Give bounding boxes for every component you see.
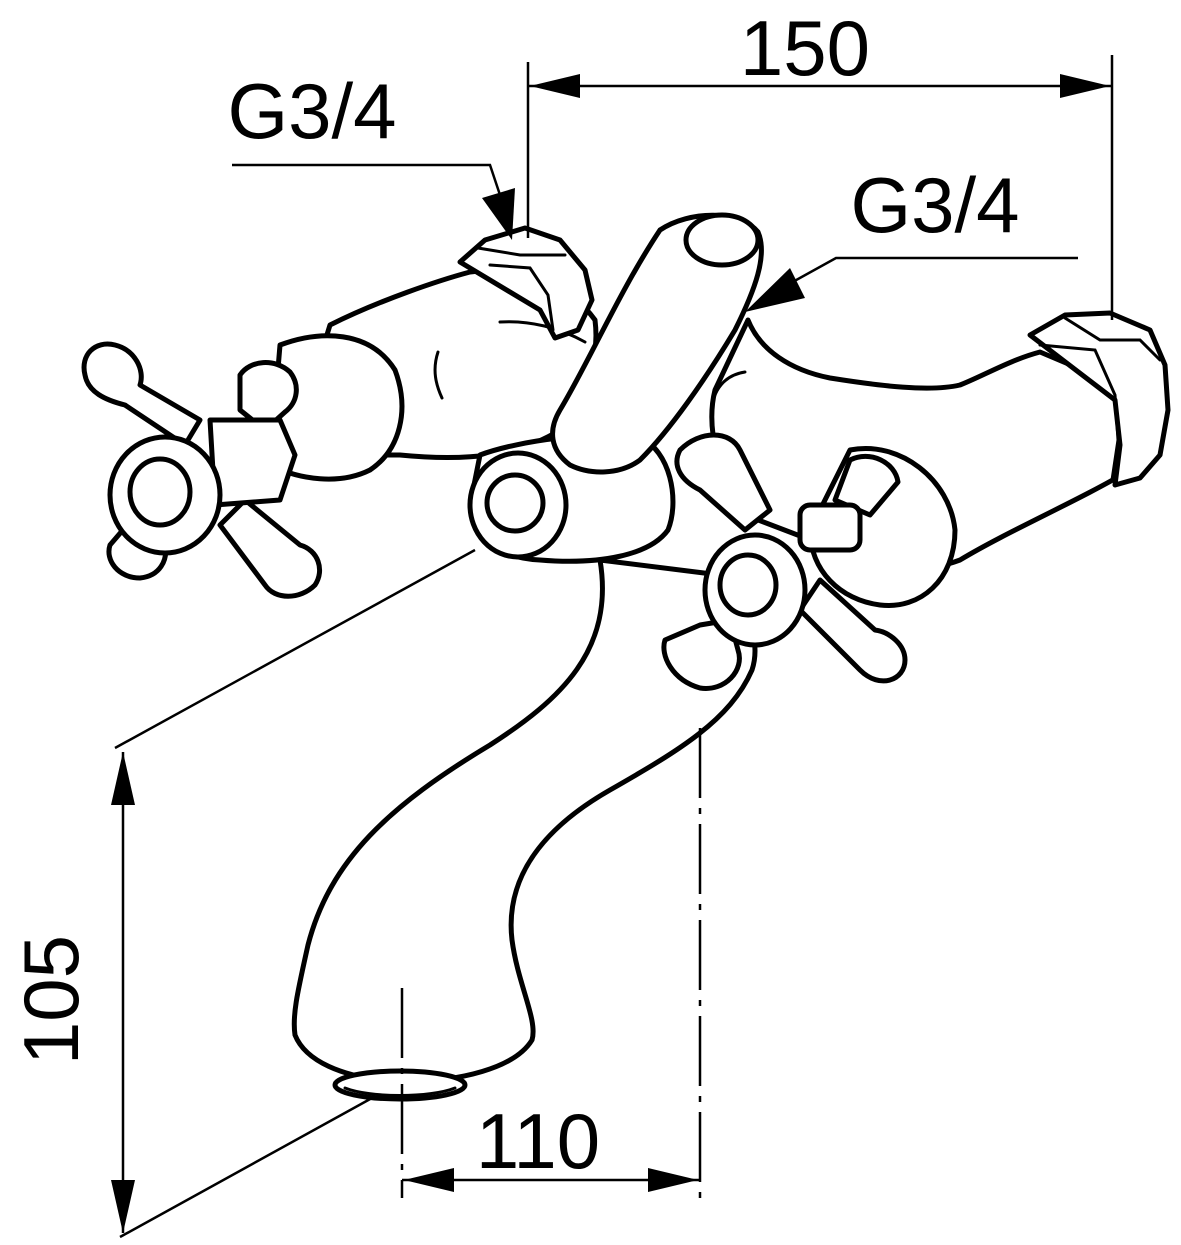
arrowhead-left bbox=[530, 74, 580, 98]
left-cross-handle bbox=[81, 341, 322, 599]
diverter-lever bbox=[550, 212, 764, 475]
left-body-arm bbox=[267, 268, 599, 482]
thread-label-left: G3/4 bbox=[227, 67, 396, 155]
thread-label-right: G3/4 bbox=[850, 161, 1019, 249]
right-cross-front bbox=[661, 532, 908, 691]
right-hex-nut bbox=[1027, 310, 1171, 488]
dimension-label-150: 150 bbox=[740, 4, 870, 92]
spout bbox=[291, 557, 758, 1102]
arrowhead-right bbox=[1060, 74, 1110, 98]
dimension-spout-reach: 110 bbox=[400, 728, 702, 1198]
right-cross-handle bbox=[674, 432, 958, 609]
leader-arrowhead-right bbox=[745, 268, 805, 312]
arrowhead-top bbox=[111, 752, 135, 805]
dimension-center-distance: 150 bbox=[526, 4, 1114, 320]
dimension-label-110: 110 bbox=[476, 1097, 600, 1185]
arrowhead-reach-left bbox=[404, 1168, 454, 1192]
leader-right-inlet: G3/4 bbox=[745, 161, 1078, 312]
dimension-label-105: 105 bbox=[7, 935, 95, 1065]
left-hex-nut bbox=[457, 225, 595, 341]
dimension-spout-height: 105 bbox=[7, 548, 476, 1239]
leader-left-inlet: G3/4 bbox=[227, 67, 515, 240]
arrowhead-bottom bbox=[111, 1180, 135, 1233]
arrowhead-reach-right bbox=[648, 1168, 698, 1192]
leader-arrowhead-left bbox=[482, 188, 515, 240]
